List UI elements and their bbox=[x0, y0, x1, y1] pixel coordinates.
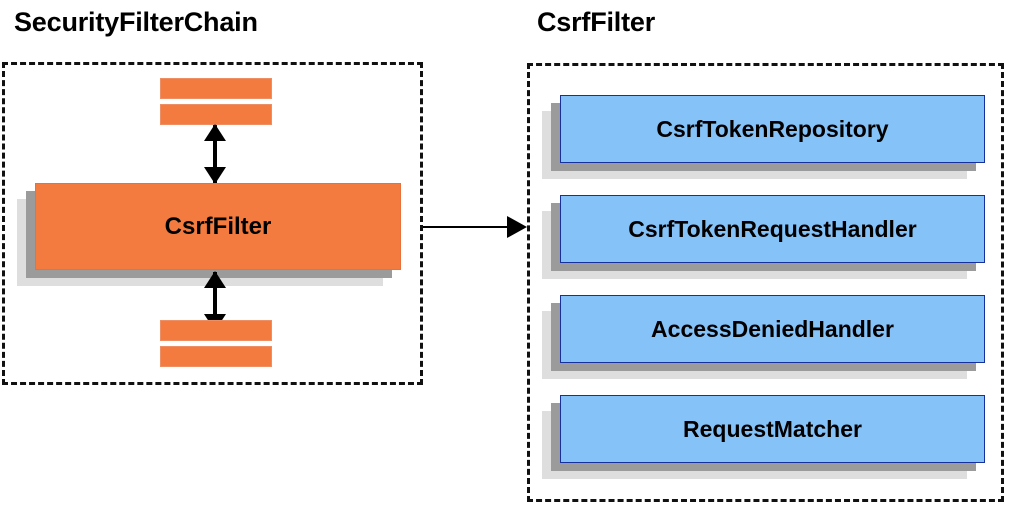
collaborator-label: AccessDeniedHandler bbox=[560, 295, 985, 363]
security-filter-chain-container bbox=[2, 62, 423, 385]
filter-bar-below-2 bbox=[160, 346, 272, 367]
arrow-head-lower-up-icon bbox=[204, 271, 226, 288]
filter-bar-below-1 bbox=[160, 320, 272, 341]
collaborator-access-denied-handler[interactable]: AccessDeniedHandler bbox=[542, 295, 985, 379]
arrow-shaft-upper bbox=[213, 125, 217, 183]
collaborator-label: RequestMatcher bbox=[560, 395, 985, 463]
collaborator-request-matcher[interactable]: RequestMatcher bbox=[542, 395, 985, 479]
connector-arrow-shaft bbox=[423, 226, 509, 228]
collaborator-csrf-token-request-handler[interactable]: CsrfTokenRequestHandler bbox=[542, 195, 985, 279]
csrf-filter-collaborators-container bbox=[527, 63, 1004, 502]
right-panel-title: CsrfFilter bbox=[537, 7, 656, 37]
arrow-shaft-lower bbox=[213, 272, 217, 330]
csrf-filter-label: CsrfFilter bbox=[35, 183, 401, 270]
csrf-filter-block[interactable]: CsrfFilter bbox=[17, 183, 401, 286]
filter-bar-above-1 bbox=[160, 78, 272, 99]
arrow-head-upper-up-icon bbox=[204, 124, 226, 141]
left-panel-title: SecurityFilterChain bbox=[14, 7, 258, 37]
collaborator-csrf-token-repository[interactable]: CsrfTokenRepository bbox=[542, 95, 985, 179]
collaborator-label: CsrfTokenRequestHandler bbox=[560, 195, 985, 263]
arrow-head-upper-down-icon bbox=[204, 167, 226, 184]
filter-bar-above-2 bbox=[160, 104, 272, 125]
collaborator-label: CsrfTokenRepository bbox=[560, 95, 985, 163]
connector-arrow-head-right-icon bbox=[507, 216, 527, 238]
